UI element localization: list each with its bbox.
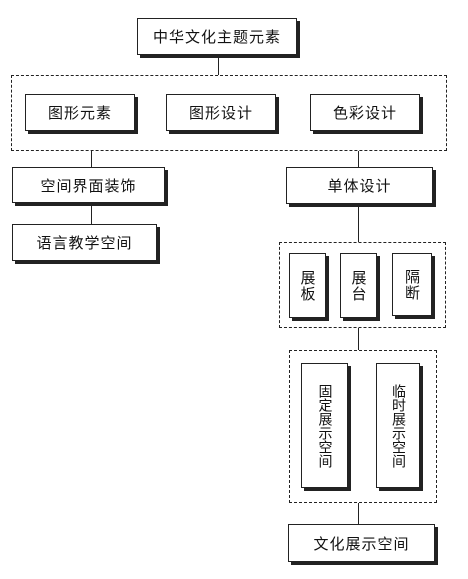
node-partition: 隔断 <box>392 253 432 316</box>
connector-group-to-unit-design <box>358 151 359 167</box>
connector-top-to-group <box>218 57 219 75</box>
connector-spaces-to-culture <box>358 503 359 524</box>
node-top: 中华文化主题元素 <box>137 18 297 55</box>
node-element-design-label: 图形元素 <box>47 104 112 122</box>
node-temporary-space: 临时展示空间 <box>376 363 420 488</box>
node-color-design-label: 色彩设计 <box>332 104 397 122</box>
node-graphic-design: 图形设计 <box>166 94 276 131</box>
design-elements-group <box>11 75 447 151</box>
node-culture-space-label: 文化展示空间 <box>313 534 410 553</box>
node-temporary-space-label: 临时展示空间 <box>390 383 406 468</box>
connector-space-decoration-to-language <box>91 203 92 224</box>
connector-unit-design-to-group <box>358 204 359 242</box>
connector-group-to-spaces <box>358 328 359 350</box>
node-color-design: 色彩设计 <box>310 94 420 131</box>
node-space-decoration-label: 空间界面装饰 <box>40 176 137 195</box>
node-element-design: 图形元素 <box>25 94 135 131</box>
node-unit-design: 单体设计 <box>286 167 433 204</box>
node-fixed-space-label: 固定展示空间 <box>316 383 333 468</box>
display-spaces-group <box>289 350 437 503</box>
unit-items-group <box>279 242 446 328</box>
node-unit-design-label: 单体设计 <box>327 177 392 195</box>
node-culture-space: 文化展示空间 <box>288 524 435 562</box>
node-panel-label: 展板 <box>298 269 317 302</box>
node-fixed-space: 固定展示空间 <box>301 363 348 488</box>
node-graphic-design-label: 图形设计 <box>188 104 253 122</box>
node-top-label: 中华文化主题元素 <box>152 28 281 46</box>
node-space-decoration: 空间界面装饰 <box>12 167 165 203</box>
node-language-teaching-space-label: 语言教学空间 <box>36 234 133 252</box>
node-language-teaching-space: 语言教学空间 <box>12 224 157 261</box>
node-platform: 展台 <box>340 253 377 318</box>
node-partition-label: 隔断 <box>403 268 421 301</box>
node-panel: 展板 <box>289 253 326 318</box>
connector-group-to-space-decoration <box>91 151 92 167</box>
node-platform-label: 展台 <box>349 269 368 302</box>
